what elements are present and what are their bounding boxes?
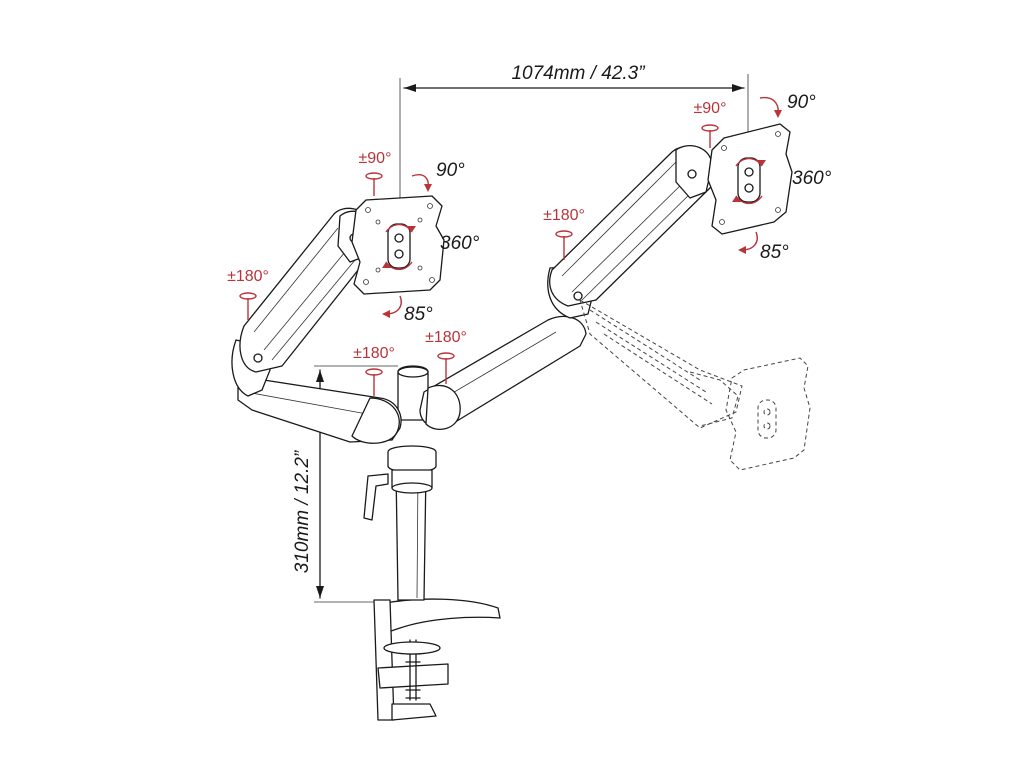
left-head-tilt-up-label: 90°: [436, 160, 465, 181]
right-elbow-joint-indicator: ±180°: [543, 207, 585, 260]
height-dimension-label: 310mm / 12.2”: [292, 449, 313, 573]
right-head-tilt-down-label: 85°: [760, 242, 789, 263]
right-elbow-joint-label: ±180°: [543, 207, 585, 224]
left-head-rotation-label: 360°: [440, 233, 480, 254]
left-elbow-joint-indicator: ±180°: [227, 268, 269, 320]
alternate-position-ghost: [579, 298, 811, 471]
left-head-tilt-down-label: 85°: [404, 304, 433, 325]
right-vesa-plate: [707, 123, 793, 235]
right-head-rotation-label: 360°: [792, 168, 832, 189]
right-base-joint-label: ±180°: [425, 329, 467, 346]
left-base-joint-indicator: ±180°: [353, 345, 395, 396]
left-elbow-joint-label: ±180°: [227, 268, 269, 285]
left-vesa-plate: [351, 195, 445, 295]
right-head-swivel-indicator: ±90°: [694, 100, 727, 148]
desk-clamp: [373, 598, 501, 721]
right-head-tilt-up-indicator: 90°: [759, 92, 816, 118]
width-dimension: 1074mm / 42.3”: [399, 63, 749, 208]
right-head-tilt-down-indicator: 85°: [738, 231, 789, 263]
left-head-swivel-label: ±90°: [359, 150, 392, 167]
left-head-swivel-indicator: ±90°: [359, 150, 392, 196]
right-head-tilt-up-label: 90°: [787, 92, 816, 113]
left-base-joint-label: ±180°: [353, 345, 395, 362]
right-base-joint-indicator: ±180°: [425, 329, 467, 384]
right-head-swivel-label: ±90°: [694, 100, 727, 117]
width-dimension-label: 1074mm / 42.3”: [511, 63, 646, 84]
left-head-tilt-up-indicator: 90°: [411, 160, 465, 192]
support-pole: [363, 365, 437, 601]
right-upper-arm: [549, 145, 713, 307]
left-head-tilt-down-indicator: 85°: [382, 295, 433, 325]
